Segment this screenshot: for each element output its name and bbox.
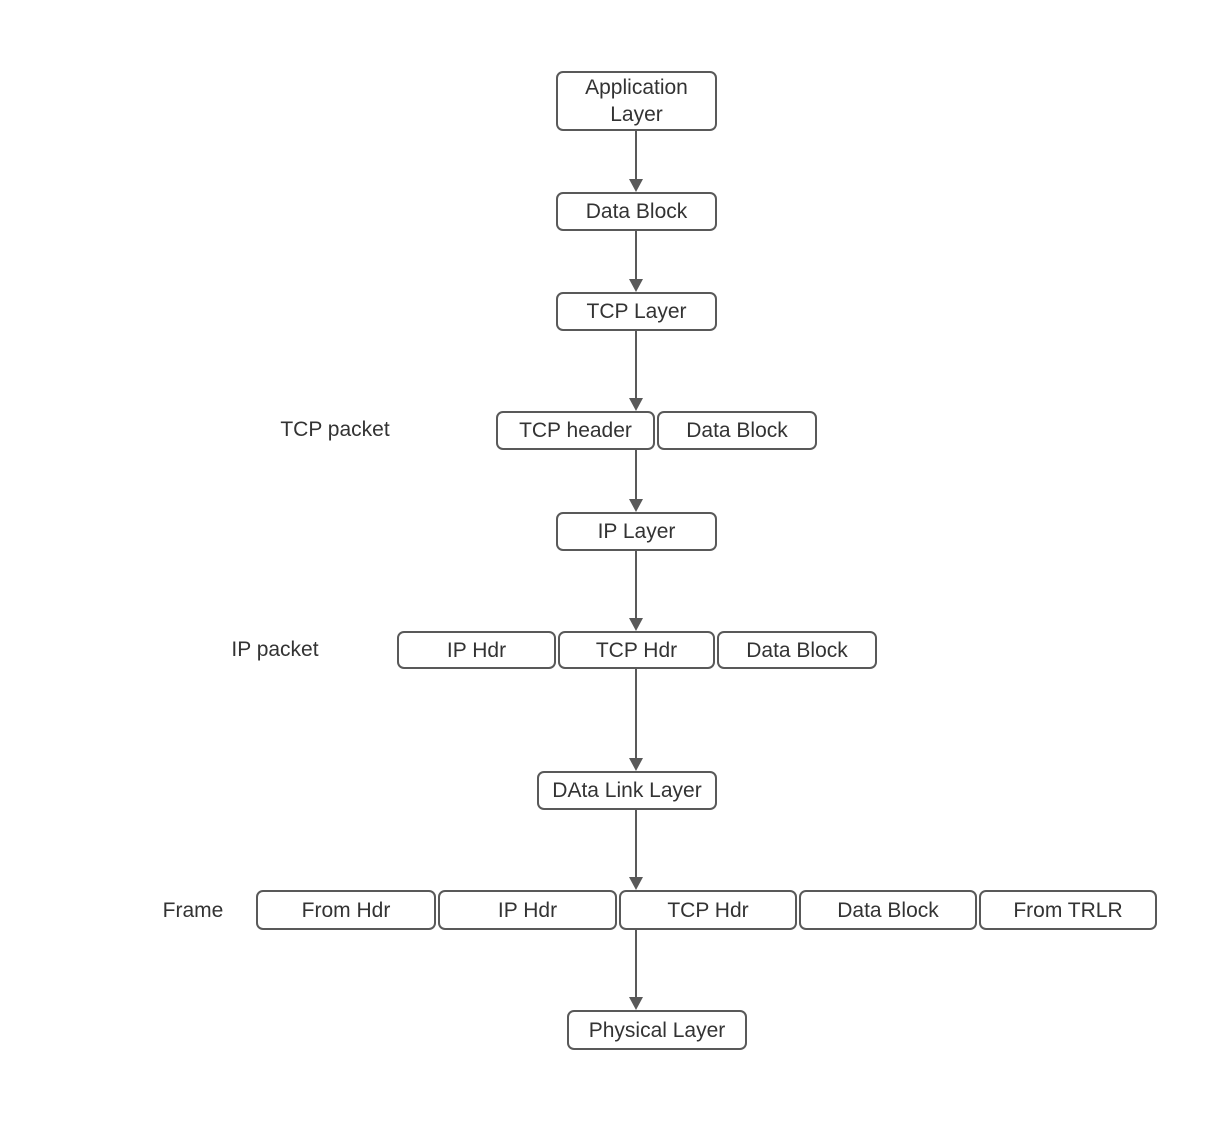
node-tcp-data-block: Data Block xyxy=(657,411,817,450)
arrow-frame-to-physical-icon xyxy=(629,930,643,1010)
node-application-layer: Application Layer xyxy=(556,71,717,131)
node-frame-from-trlr: From TRLR xyxy=(979,890,1157,930)
arrow-ip-layer-to-ip-packet-icon xyxy=(629,551,643,631)
node-frame-tcp-hdr: TCP Hdr xyxy=(619,890,797,930)
node-ip-tcp-hdr: TCP Hdr xyxy=(558,631,715,669)
arrow-tcp-layer-to-tcp-packet-icon xyxy=(629,331,643,411)
label-tcp-packet: TCP packet xyxy=(280,418,390,441)
node-ip-data-block: Data Block xyxy=(717,631,877,669)
node-data-block: Data Block xyxy=(556,192,717,231)
node-frame-ip-hdr: IP Hdr xyxy=(438,890,617,930)
arrow-data-block-to-tcp-layer-icon xyxy=(629,231,643,292)
node-frame-data-block: Data Block xyxy=(799,890,977,930)
arrow-ip-packet-to-data-link-icon xyxy=(629,669,643,771)
node-ip-layer: IP Layer xyxy=(556,512,717,551)
node-tcp-header: TCP header xyxy=(496,411,655,450)
node-physical-layer: Physical Layer xyxy=(567,1010,747,1050)
arrow-application-to-data-block-icon xyxy=(629,131,643,192)
node-tcp-layer: TCP Layer xyxy=(556,292,717,331)
arrow-data-link-to-frame-icon xyxy=(629,810,643,890)
arrow-tcp-packet-to-ip-layer-icon xyxy=(629,450,643,512)
node-ip-hdr: IP Hdr xyxy=(397,631,556,669)
node-frame-from-hdr: From Hdr xyxy=(256,890,436,930)
node-data-link-layer: DAta Link Layer xyxy=(537,771,717,810)
label-frame: Frame xyxy=(162,899,224,922)
label-ip-packet: IP packet xyxy=(231,638,319,661)
